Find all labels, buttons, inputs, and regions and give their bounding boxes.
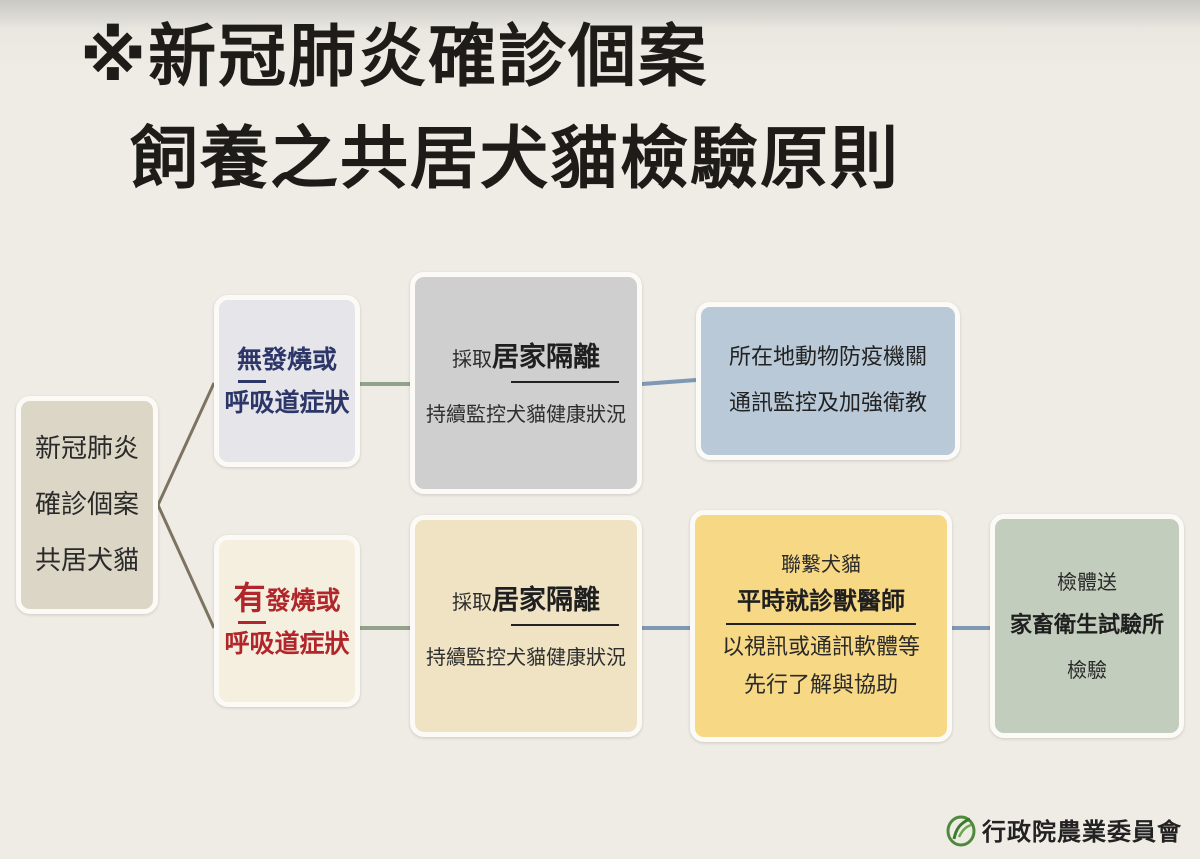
underline	[511, 623, 619, 626]
vet-line4: 先行了解與協助	[743, 673, 898, 698]
connector-root-to-no	[156, 382, 216, 506]
isolation-sub: 持續監控犬貓健康狀況	[426, 644, 626, 669]
connector-root-to-yes	[156, 504, 216, 629]
authority-line: 所在地動物防疫機關	[728, 345, 927, 370]
underline	[511, 380, 619, 383]
agency-name: 行政院農業委員會	[982, 818, 1182, 846]
isolation-emphasis: 居家隔離	[492, 584, 600, 616]
condition-prefix: 有	[233, 579, 266, 617]
connector-no-iso-to-authority	[641, 378, 697, 386]
title-line-2: 飼養之共居犬貓檢驗原則	[130, 120, 901, 199]
vet-line3: 以視訊或通訊軟體等	[721, 635, 920, 660]
condition-line1: 發燒或	[262, 344, 338, 374]
condition-line1: 發燒或	[265, 586, 341, 615]
sample-to-lab: 檢體送 家畜衛生試驗所 檢驗	[990, 514, 1184, 738]
condition-line2: 呼吸道症狀	[224, 629, 350, 658]
home-isolation-with-symptoms: 採取居家隔離 持續監控犬貓健康狀況	[410, 515, 642, 737]
root-node-confirmed-case-pets: 新冠肺炎 確診個案 共居犬貓	[16, 396, 158, 614]
root-line: 新冠肺炎	[34, 434, 139, 464]
condition-with-symptoms: 有發燒或 呼吸道症狀	[214, 535, 360, 707]
dash-divider	[238, 379, 266, 383]
root-line: 共居犬貓	[34, 546, 139, 576]
condition-no-symptoms: 無發燒或 呼吸道症狀	[214, 295, 360, 467]
condition-prefix: 無	[236, 344, 262, 374]
isolation-emphasis: 居家隔離	[492, 341, 600, 373]
home-isolation-no-symptoms: 採取居家隔離 持續監控犬貓健康狀況	[410, 272, 642, 494]
underline	[726, 623, 916, 625]
contact-regular-vet: 聯繫犬貓 平時就診獸醫師 以視訊或通訊軟體等 先行了解與協助	[690, 510, 952, 742]
lab-line1: 檢體送	[1057, 570, 1117, 594]
isolation-lead: 採取	[452, 589, 492, 614]
animal-authority-monitoring: 所在地動物防疫機關 通訊監控及加強衛教	[696, 302, 960, 460]
condition-line2: 呼吸道症狀	[224, 387, 350, 417]
isolation-lead: 採取	[452, 346, 492, 371]
authority-line: 通訊監控及加強衛教	[728, 391, 927, 416]
dash-divider	[238, 621, 266, 624]
vet-emphasis: 平時就診獸醫師	[737, 587, 905, 615]
agency-footer: 行政院農業委員會	[944, 812, 1182, 847]
lab-emphasis: 家畜衛生試驗所	[1009, 613, 1164, 638]
coa-leaf-logo-icon	[946, 815, 976, 846]
vet-line1: 聯繫犬貓	[781, 552, 861, 576]
lab-line3: 檢驗	[1067, 658, 1107, 682]
isolation-sub: 持續監控犬貓健康狀況	[426, 401, 626, 426]
title-line-1: ※新冠肺炎確診個案	[80, 18, 709, 97]
root-line: 確診個案	[34, 490, 139, 520]
